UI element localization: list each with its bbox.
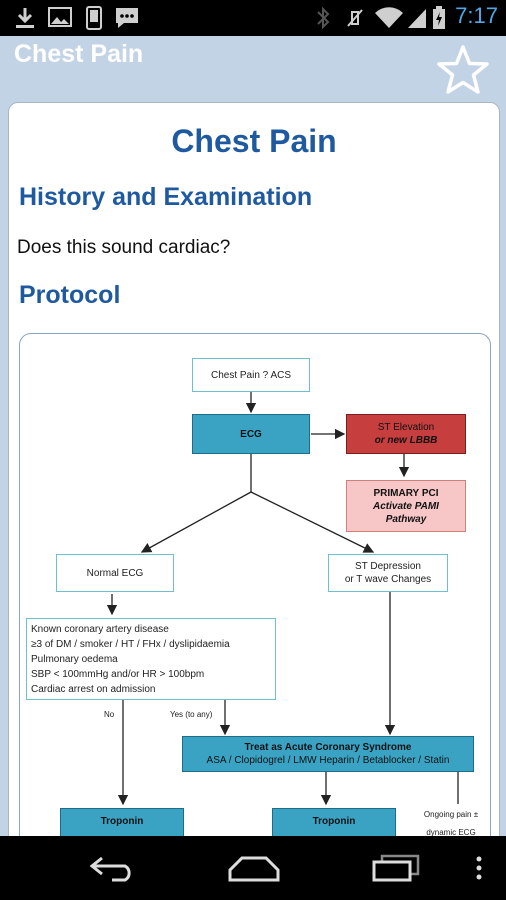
download-icon	[16, 8, 34, 28]
ongoing-pain-label: Ongoing pain ±	[423, 810, 479, 819]
lbbb-label: or new LBBB	[374, 435, 438, 446]
yes-label: Yes (to any)	[170, 710, 213, 719]
criteria-item: SBP < 100mmHg and/or HR > 100bpm	[31, 668, 205, 680]
treat-acs-box: Treat as Acute Coronary Syndrome ASA / C…	[182, 736, 474, 772]
treat-drugs-label: ASA / Clopidogrel / LMW Heparin / Betabl…	[206, 755, 450, 766]
history-heading: History and Examination	[19, 183, 313, 211]
t-wave-label: or T wave Changes	[344, 574, 432, 585]
star-outline-icon[interactable]	[436, 44, 490, 96]
pathway-label: Pathway	[385, 513, 427, 525]
normal-ecg-box: Normal ECG	[56, 554, 174, 592]
message-icon	[116, 8, 138, 28]
clock: 7:17	[455, 3, 498, 28]
protocol-flowchart: Chest Pain ? ACS ECG ST Elevation or new…	[19, 333, 491, 843]
protocol-heading: Protocol	[19, 281, 121, 309]
primary-pci-box: PRIMARY PCI Activate PAMI Pathway	[346, 480, 466, 532]
criteria-item: Cardiac arrest on admission	[31, 683, 156, 695]
back-icon[interactable]	[88, 854, 138, 882]
action-bar: Chest Pain	[0, 36, 506, 102]
troponin-left-label: Troponin	[100, 816, 144, 827]
start-box: Chest Pain ? ACS	[192, 358, 310, 392]
signal-icon	[408, 9, 426, 28]
activate-pami-label: Activate PAMI	[373, 500, 439, 512]
troponin-right-label: Troponin	[312, 816, 356, 827]
wifi-icon	[375, 7, 403, 29]
criteria-item: Pulmonary oedema	[31, 653, 118, 665]
navigation-bar	[0, 836, 506, 900]
bluetooth-icon	[317, 6, 330, 30]
overflow-menu-icon[interactable]	[474, 854, 484, 882]
st-depression-box: ST Depression or T wave Changes	[328, 554, 448, 592]
app-title: Chest Pain	[14, 40, 144, 68]
vibrate-off-icon	[347, 9, 363, 27]
ecg-box: ECG	[192, 414, 310, 454]
criteria-item: ≥3 of DM / smoker / HT / FHx / dyslipida…	[31, 638, 230, 650]
phone-icon	[86, 6, 102, 30]
battery-icon	[433, 6, 445, 29]
start-label: Chest Pain ? ACS	[210, 369, 292, 381]
ecg-label: ECG	[240, 428, 262, 440]
treat-title-label: Treat as Acute Coronary Syndrome	[244, 742, 412, 753]
content-card: Chest Pain History and Examination Does …	[8, 102, 500, 844]
risk-criteria-box: Known coronary artery disease ≥3 of DM /…	[26, 618, 276, 700]
primary-pci-label: PRIMARY PCI	[373, 487, 439, 499]
recent-apps-icon[interactable]	[370, 854, 422, 882]
criteria-item: Known coronary artery disease	[31, 623, 169, 635]
st-depression-label: ST Depression	[355, 561, 421, 572]
normal-ecg-label: Normal ECG	[86, 567, 144, 579]
history-text: Does this sound cardiac?	[17, 237, 231, 258]
status-bar: 7:17	[0, 0, 506, 36]
st-elevation-label: ST Elevation	[377, 422, 435, 433]
flowchart-connectors	[106, 392, 459, 806]
dynamic-ecg-label: dynamic ECG	[426, 828, 476, 837]
home-icon[interactable]	[226, 854, 282, 882]
image-icon	[48, 7, 72, 27]
st-elevation-box: ST Elevation or new LBBB	[346, 414, 466, 454]
page-title: Chest Pain	[171, 123, 337, 159]
no-label: No	[104, 710, 115, 719]
ongoing-pain-note: Ongoing pain ± dynamic ECG	[414, 806, 488, 842]
